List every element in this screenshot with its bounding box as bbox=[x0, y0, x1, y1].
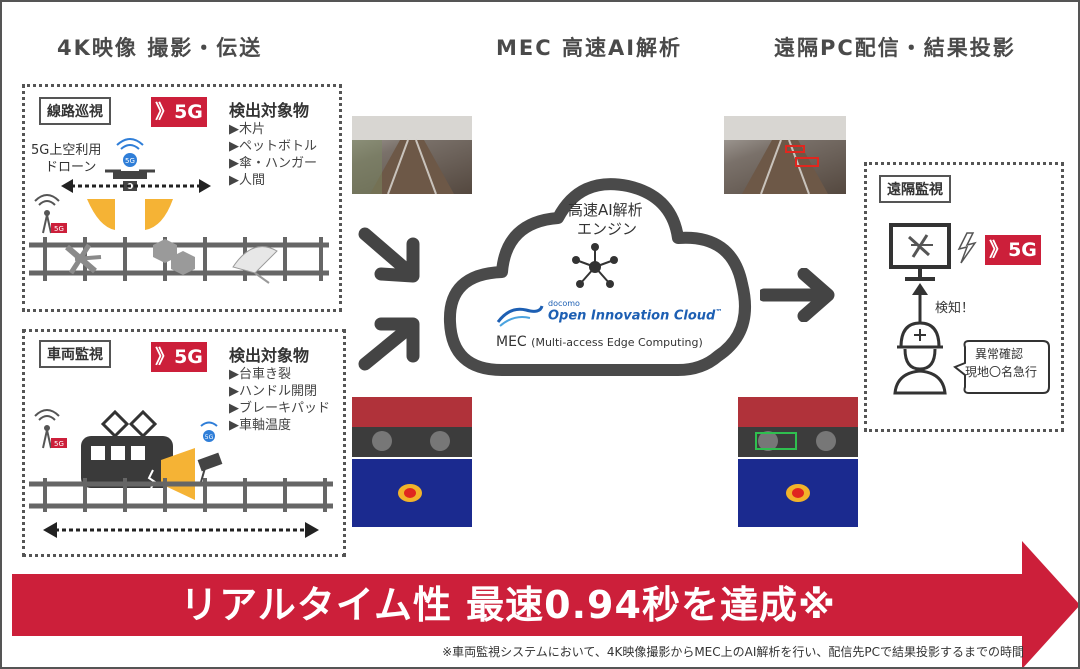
cloud-shape bbox=[443, 178, 751, 376]
5g-badge: 》5G bbox=[151, 97, 207, 127]
track-patrol-panel: 線路巡視 》5G 検出対象物 ▶木片 ▶ペットボトル ▶傘・ハンガー ▶人間 5… bbox=[22, 84, 342, 312]
output-arrow-icon bbox=[760, 268, 835, 322]
rail-track bbox=[29, 478, 333, 512]
vehicle-monitoring-tag: 車両監視 bbox=[39, 340, 111, 368]
brand-name: Open Innovation Cloud™ bbox=[548, 308, 722, 323]
banner-text: リアルタイム性 最速0.94秒を達成※ bbox=[180, 583, 836, 627]
track-illustration: 5G bbox=[29, 138, 329, 284]
bubble-line-1: 異常確認 bbox=[975, 347, 1024, 361]
mec-label-detail: (Multi-access Edge Computing) bbox=[531, 336, 703, 349]
drone-label: 5G上空利用 bbox=[31, 143, 102, 158]
worker-icon bbox=[893, 321, 947, 395]
list-item: ▶ハンドル開閉 bbox=[229, 384, 317, 399]
antenna-icon: 5G bbox=[34, 409, 67, 449]
thermal-photo-analyzed bbox=[738, 397, 858, 527]
list-item: ▶ペットボトル bbox=[229, 139, 317, 154]
brand-small: docomo bbox=[548, 299, 580, 308]
list-item: ▶台車き裂 bbox=[229, 367, 291, 382]
ai-engine-title: 高速AI解析 bbox=[568, 201, 643, 219]
sensor-5g-badge: 5G bbox=[205, 434, 214, 441]
wifi-icon: 5G bbox=[116, 138, 144, 167]
5g-badge: 》5G bbox=[151, 342, 207, 372]
vehicle-illustration: 5G 5G bbox=[29, 409, 333, 538]
camera-beam-left bbox=[87, 199, 115, 230]
ai-engine-subtitle: エンジン bbox=[577, 220, 638, 238]
input-arrows bbox=[358, 227, 420, 371]
detect-targets-title: 検出対象物 bbox=[229, 346, 310, 365]
list-item: ▶木片 bbox=[229, 122, 265, 137]
bubble-line-2: 現地〇名急行 bbox=[965, 365, 1038, 379]
list-item: ▶傘・ハンガー bbox=[229, 156, 317, 171]
arrow-icon bbox=[358, 227, 420, 283]
speech-bubble bbox=[953, 340, 1050, 394]
pantograph-icon bbox=[100, 409, 158, 439]
remote-illustration bbox=[889, 223, 1050, 395]
list-item: ▶ブレーキパッド bbox=[229, 401, 330, 416]
drone-icon bbox=[105, 169, 155, 191]
brand-tm: ™ bbox=[715, 308, 723, 316]
up-arrow-icon bbox=[912, 283, 928, 323]
sensor-icon: 5G bbox=[197, 421, 223, 483]
rail-photo-analyzed bbox=[724, 116, 846, 194]
drone-5g-badge: 5G bbox=[125, 157, 135, 165]
rail-photo-image bbox=[724, 116, 846, 194]
train-icon bbox=[81, 436, 173, 489]
camera-beam-right bbox=[145, 199, 173, 230]
umbrella-debris-icon bbox=[232, 246, 278, 284]
lightning-icon bbox=[957, 232, 977, 264]
detect-targets-title: 検出対象物 bbox=[229, 101, 310, 120]
docomo-logo-icon bbox=[496, 305, 544, 327]
track-patrol-tag: 線路巡視 bbox=[39, 97, 111, 125]
detect-targets-list: ▶木片 ▶ペットボトル ▶傘・ハンガー ▶人間 bbox=[229, 121, 317, 189]
list-item: ▶車軸温度 bbox=[229, 418, 291, 433]
mec-label-main: MEC bbox=[496, 334, 527, 350]
antenna-5g-badge: 5G bbox=[54, 225, 64, 233]
monitor-icon bbox=[889, 223, 951, 281]
scan-cone bbox=[161, 448, 195, 500]
wood-debris-icon bbox=[65, 243, 102, 275]
vehicle-monitoring-panel: 車両監視 》5G 検出対象物 ▶台車き裂 ▶ハンドル開閉 ▶ブレーキパッド ▶車… bbox=[22, 329, 346, 557]
banner-arrow-icon bbox=[1022, 541, 1078, 667]
arrow-icon bbox=[358, 317, 420, 371]
mec-label: MEC (Multi-access Edge Computing) bbox=[496, 334, 703, 350]
detect-targets-list: ▶台車き裂 ▶ハンドル開閉 ▶ブレーキパッド ▶車軸温度 bbox=[229, 366, 330, 434]
footnote: ※車両監視システムにおいて、4K映像撮影からMEC上のAI解析を行い、配信先PC… bbox=[442, 645, 1024, 659]
network-hub-icon bbox=[572, 243, 618, 288]
movement-arrow-icon bbox=[43, 522, 319, 538]
rail-photo-image bbox=[352, 116, 472, 194]
rail-photo-captured bbox=[352, 116, 472, 194]
thermal-photo-captured bbox=[352, 397, 472, 527]
brand-name-text: Open Innovation Cloud bbox=[548, 308, 716, 324]
detected-label: 検知！ bbox=[935, 301, 975, 316]
banner-bar bbox=[12, 574, 1024, 636]
header-distribution: 遠隔PC配信・結果投影 bbox=[774, 36, 1016, 60]
5g-badge: 》5G bbox=[985, 235, 1041, 265]
list-item: ▶人間 bbox=[229, 173, 265, 188]
header-analysis: MEC 高速AI解析 bbox=[496, 36, 683, 60]
drone-label-2: ドローン bbox=[45, 160, 97, 175]
remote-monitoring-tag: 遠隔監視 bbox=[879, 175, 951, 203]
header-capture: 4K映像 撮影・伝送 bbox=[57, 36, 263, 60]
remote-monitoring-panel: 遠隔監視 》5G bbox=[864, 162, 1064, 432]
movement-arrow-icon bbox=[61, 179, 211, 193]
thermal-photo-image bbox=[352, 397, 472, 527]
antenna-5g-badge: 5G bbox=[54, 440, 64, 448]
bottle-debris-icon bbox=[153, 239, 195, 275]
thermal-photo-image bbox=[738, 397, 858, 527]
antenna-icon: 5G bbox=[34, 194, 67, 234]
